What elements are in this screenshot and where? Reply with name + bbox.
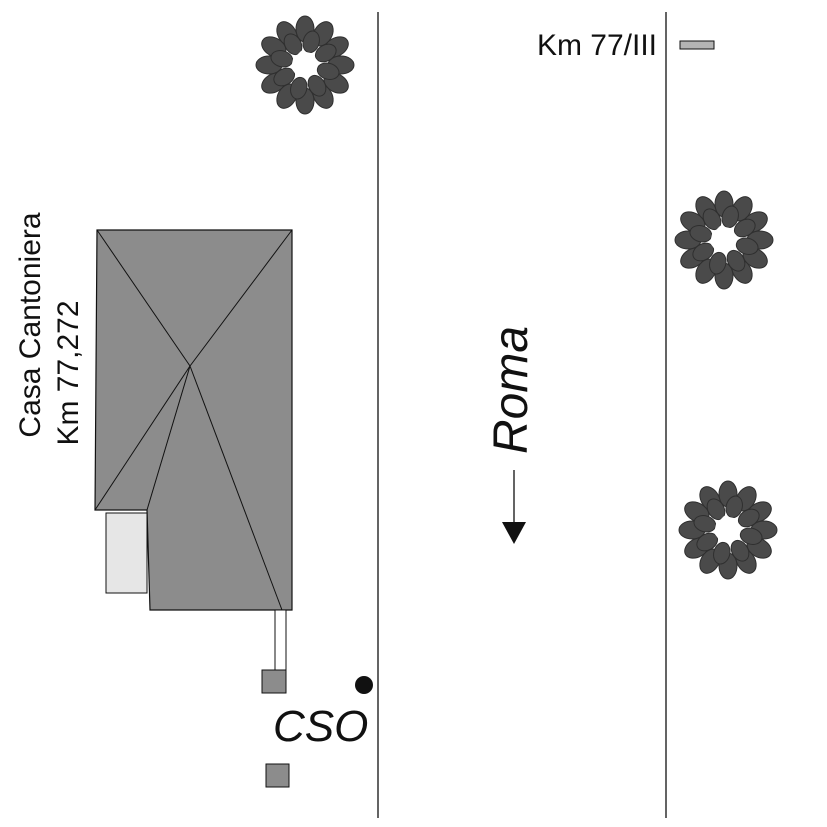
km-marker-sign <box>679 40 715 50</box>
small-structure <box>265 763 290 788</box>
station-code-label: CSO <box>273 702 368 751</box>
arrow-down-icon <box>502 470 526 544</box>
small-structure <box>261 669 287 694</box>
tree-icon <box>674 190 774 290</box>
station-dot-icon <box>355 676 373 694</box>
tree-icon <box>678 480 778 580</box>
km-marker-label: Km 77/III <box>537 29 657 62</box>
walkway <box>274 609 287 671</box>
tree-icon <box>255 15 355 115</box>
building-km-label: Km 77,272 <box>52 300 85 445</box>
direction-label: Roma <box>485 326 538 454</box>
building-annex <box>105 512 148 594</box>
building-name-label: Casa Cantoniera <box>14 212 47 437</box>
building-roof <box>94 229 293 611</box>
